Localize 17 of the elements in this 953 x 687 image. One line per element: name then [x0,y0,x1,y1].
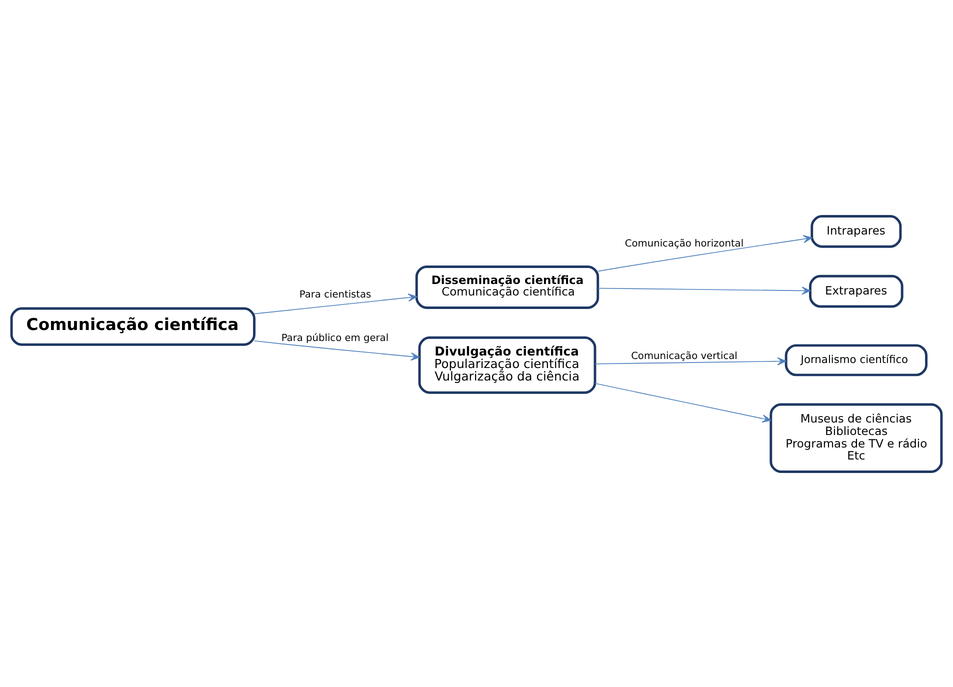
arrow [254,292,418,314]
node-box: Museus de ciências Bibliotecas Programas de TV e rádio Etc [770,402,943,472]
edge-label: Comunicação horizontal [624,238,744,250]
node-box: Jornalismo científico [784,344,928,376]
node-box: Intrapares [810,214,902,248]
arrow [598,234,812,272]
edge-label: Para público em geral [281,332,389,344]
node-box: Extrapares [809,274,904,308]
node-box: Divulgação científica Popularização científica Vulgarização da ciência [418,336,596,394]
edge-label: Comunicação vertical [631,350,738,362]
edge-label: Para cientistas [299,289,372,300]
arrow [598,286,811,294]
arrow [594,356,786,365]
arrow [254,340,420,360]
node-box: Comunicação científica [10,306,256,346]
node-box: Disseminação científica Comunicação científica [415,264,600,308]
arrow [594,382,772,422]
